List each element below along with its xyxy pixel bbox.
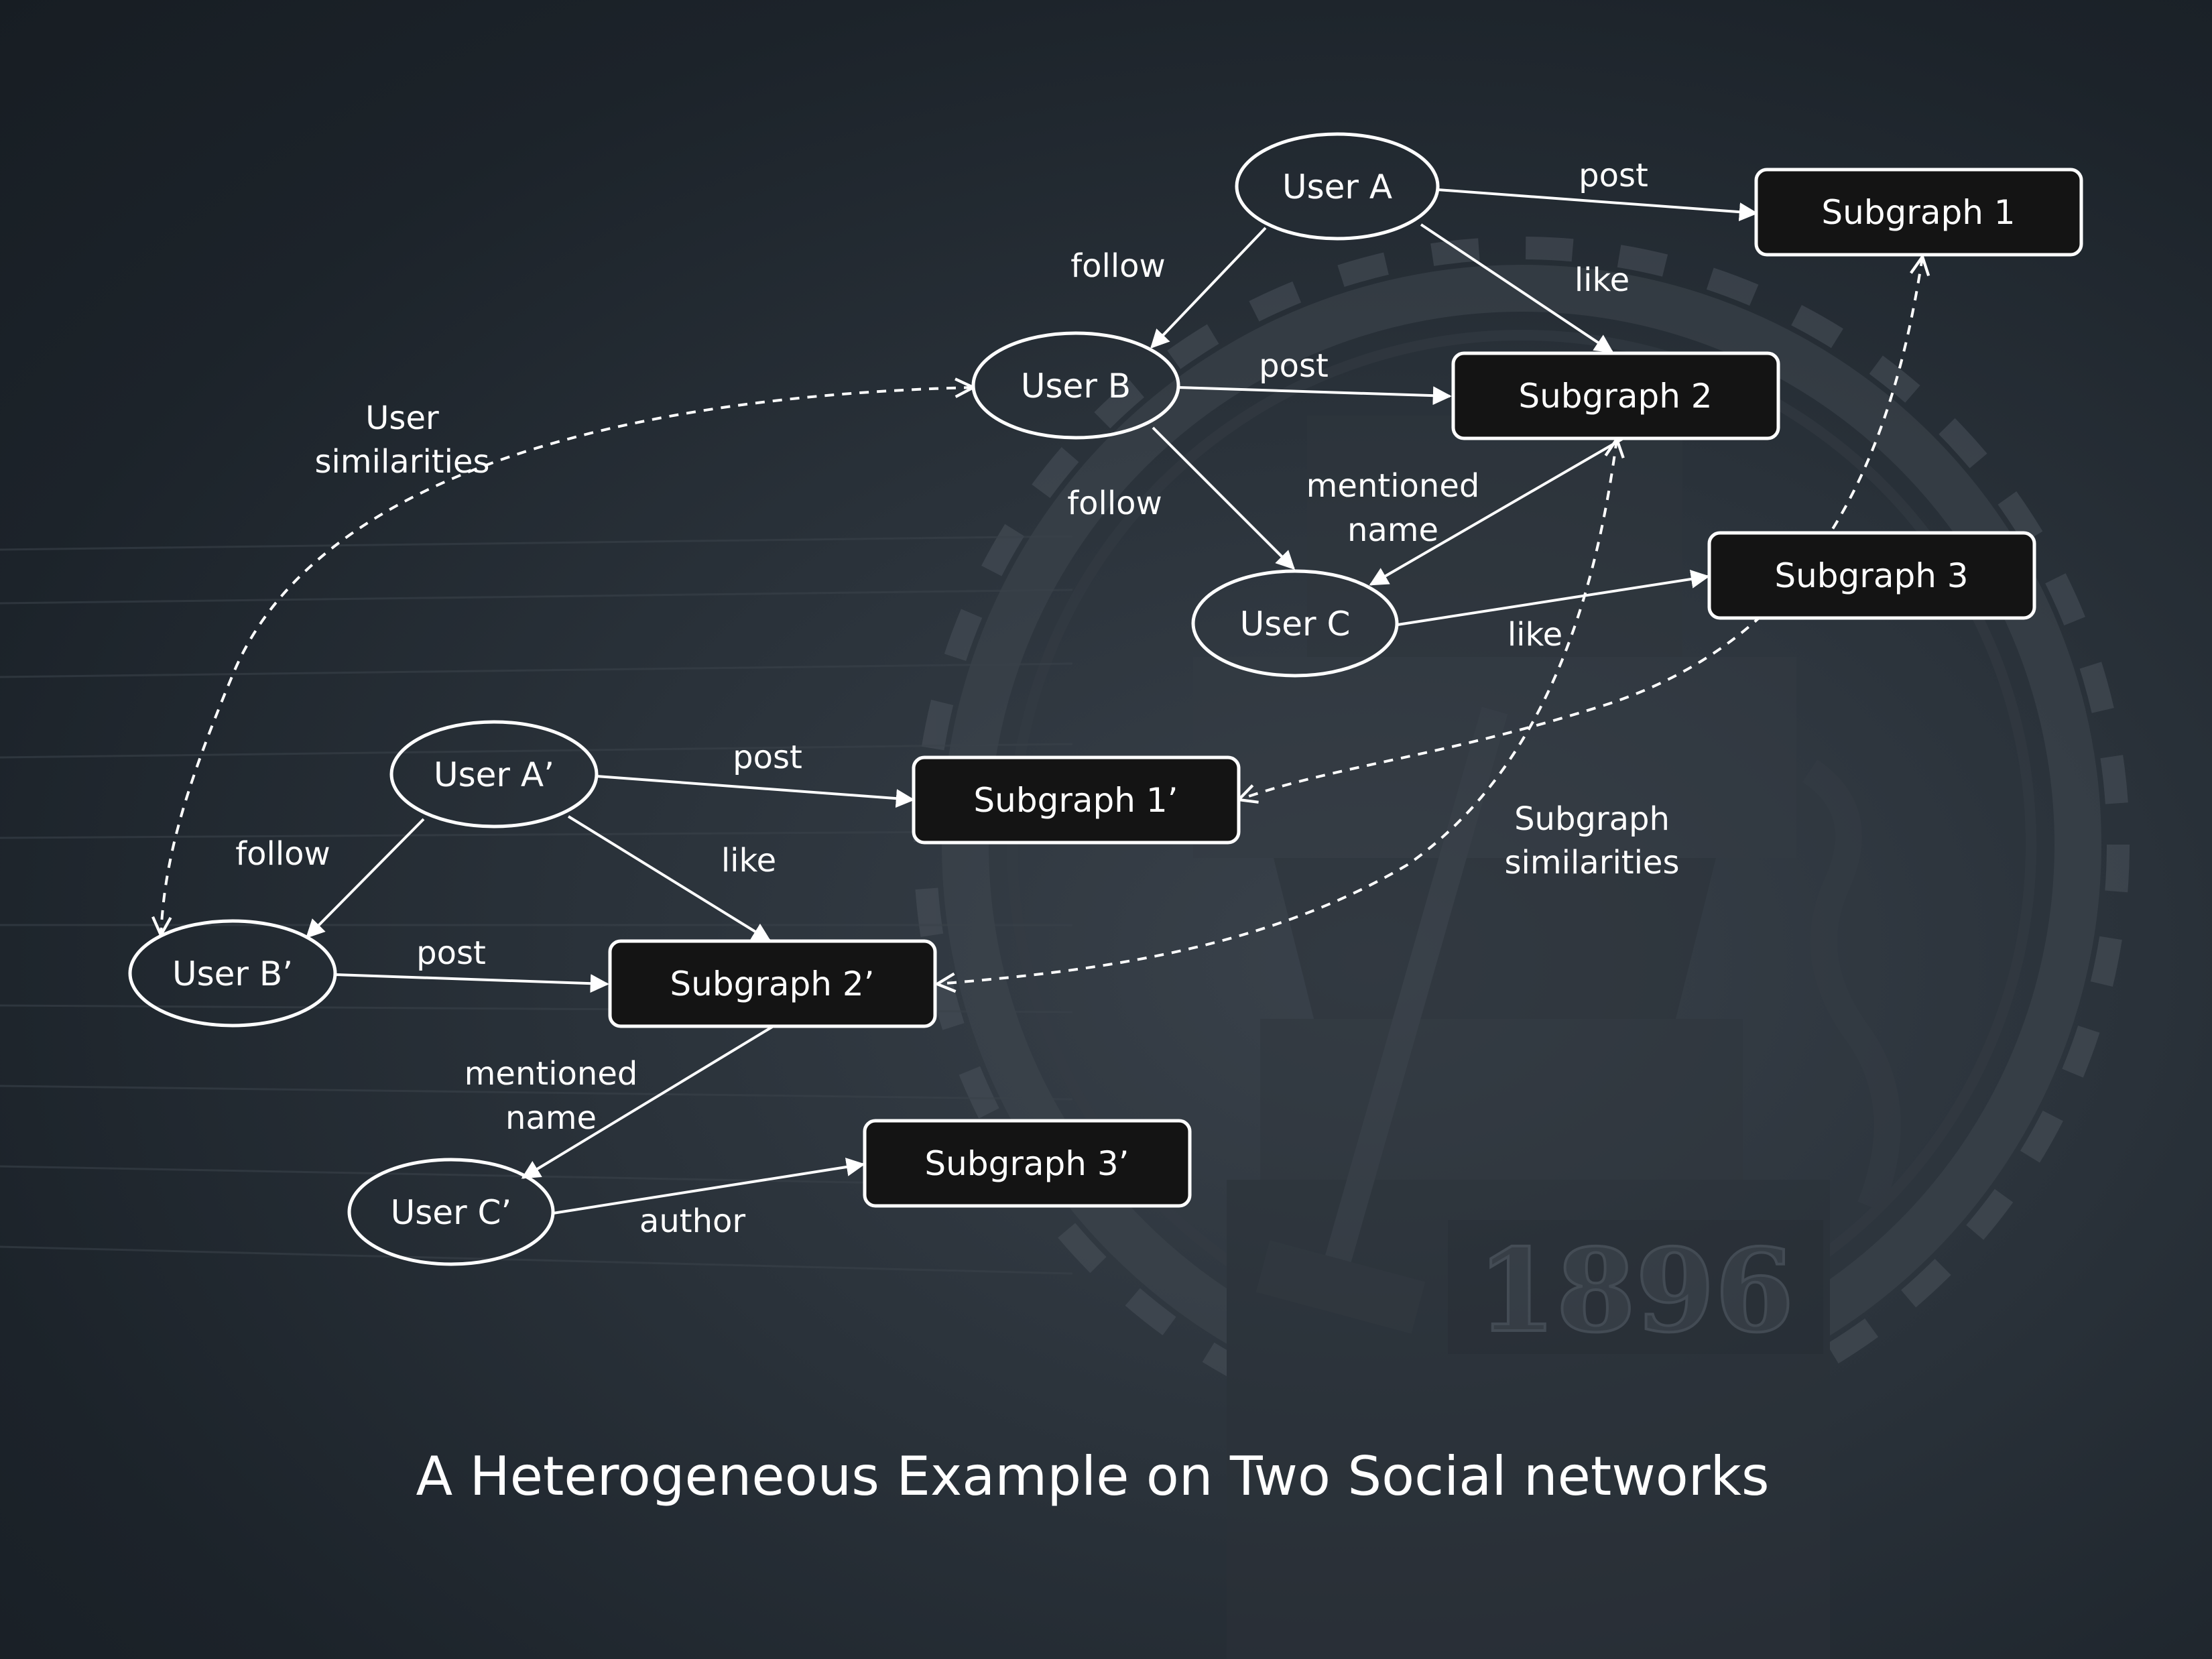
node-subgraph-1: Subgraph 1 xyxy=(1754,168,2083,257)
edge-label-cp-author: author xyxy=(639,1203,745,1240)
user-similarity-edge xyxy=(161,387,973,935)
user-b-label: User B xyxy=(1021,367,1131,406)
node-user-b: User B xyxy=(971,331,1180,440)
edge-usera-userb xyxy=(1150,227,1267,349)
edge-userbp-subgraph2p xyxy=(334,973,609,993)
edge-label-a-post: post xyxy=(1579,157,1648,194)
edge-label-bp-post: post xyxy=(416,934,486,972)
node-user-a: User A xyxy=(1235,132,1440,241)
user-b-prime-label: User B’ xyxy=(172,955,293,993)
node-user-a-prime: User A’ xyxy=(389,720,599,828)
node-subgraph-2: Subgraph 2 xyxy=(1451,351,1780,440)
edge-label-ap-like: like xyxy=(721,842,776,879)
node-subgraph-3-prime: Subgraph 3’ xyxy=(863,1119,1192,1208)
edge-label-ap-post: post xyxy=(733,739,802,776)
edge-userap-subgraph1p xyxy=(596,775,915,808)
subgraph-2-prime-label: Subgraph 2’ xyxy=(670,965,874,1003)
edge-label-a-like: like xyxy=(1575,261,1630,299)
edge-subgraph2p-usercp xyxy=(521,1026,774,1179)
subgraph-1-label: Subgraph 1 xyxy=(1821,193,2015,232)
subgraph-similarities-line1: Subgraph xyxy=(1514,800,1670,838)
user-a-label: User A xyxy=(1282,168,1392,206)
user-c-label: User C xyxy=(1240,605,1351,643)
subgraph-similarity-edge-2 xyxy=(937,439,1617,984)
user-c-prime-label: User C’ xyxy=(391,1193,512,1232)
edge-label-a-follow: follow xyxy=(1070,247,1166,285)
edge-label-ap-follow: follow xyxy=(235,835,330,873)
subgraph-1-prime-label: Subgraph 1’ xyxy=(973,781,1178,820)
user-similarities-line1: User xyxy=(365,400,439,437)
edge-label-mentionedp-line2: name xyxy=(505,1099,597,1137)
node-subgraph-1-prime: Subgraph 1’ xyxy=(912,755,1241,845)
subgraph-similarities-line2: similarities xyxy=(1505,844,1680,881)
similarity-edges xyxy=(161,257,1922,984)
user-a-prime-label: User A’ xyxy=(434,755,554,794)
node-subgraph-3: Subgraph 3 xyxy=(1707,531,2036,620)
node-subgraph-2-prime: Subgraph 2’ xyxy=(608,939,937,1028)
edge-label-b-post: post xyxy=(1259,347,1329,385)
user-similarities-line2: similarities xyxy=(315,443,490,481)
edge-label-mentioned-line1: mentioned xyxy=(1306,467,1480,505)
subgraph-3-prime-label: Subgraph 3’ xyxy=(924,1144,1129,1183)
edge-usera-subgraph1 xyxy=(1437,188,1758,222)
edge-label-c-like: like xyxy=(1508,616,1562,654)
edge-userb-userc xyxy=(1152,426,1295,570)
subgraph-3-label: Subgraph 3 xyxy=(1774,556,1968,595)
node-user-c: User C xyxy=(1191,569,1399,678)
node-user-c-prime: User C’ xyxy=(347,1158,555,1266)
edge-label-mentioned-line2: name xyxy=(1347,511,1438,549)
edge-label-b-follow: follow xyxy=(1067,485,1162,522)
emblem-year: 1896 xyxy=(1477,1224,1794,1358)
node-user-b-prime: User B’ xyxy=(128,919,337,1028)
diagram-caption: A Heterogeneous Example on Two Social ne… xyxy=(416,1445,1769,1508)
edge-usercp-subgraph3p xyxy=(552,1158,865,1215)
subgraph-2-label: Subgraph 2 xyxy=(1518,377,1712,416)
edge-label-mentionedp-line1: mentioned xyxy=(465,1055,638,1093)
